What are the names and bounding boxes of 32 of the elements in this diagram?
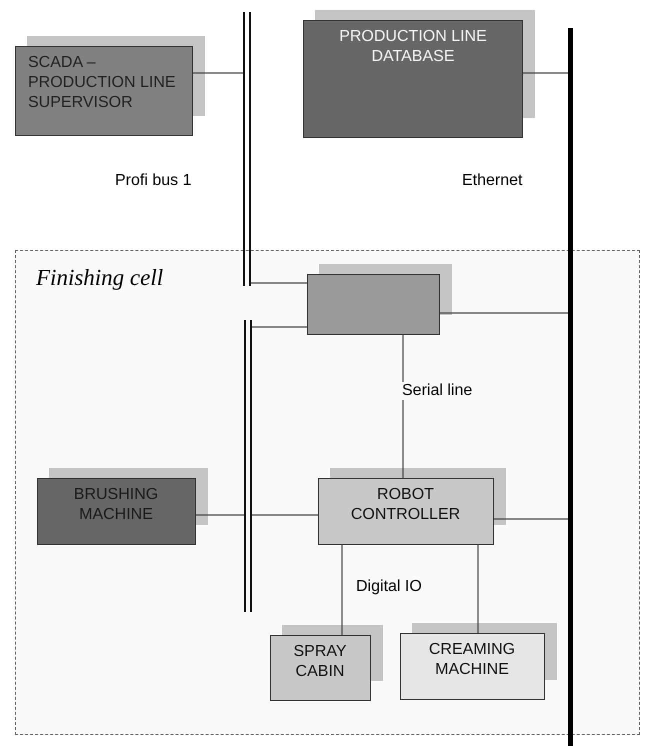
process-box: [36, 478, 196, 544]
box-label: PRODUCTION LINE DATABASE: [338, 27, 488, 67]
bus-line: [243, 12, 251, 286]
box-label: SCADA – PRODUCTION LINE SUPERVISOR: [28, 53, 177, 113]
box-label: ROBOT CONTROLLER: [350, 484, 462, 524]
connector-line: [341, 545, 343, 635]
process-box: [15, 46, 193, 136]
connector-line: [402, 335, 404, 478]
connector-line: [494, 518, 568, 520]
connector-line: [477, 545, 479, 633]
process-box: [318, 478, 494, 544]
connector-line: [252, 514, 318, 516]
process-box: [400, 632, 544, 700]
box-label: BRUSHING MACHINE: [72, 484, 160, 524]
connector-line: [523, 72, 568, 74]
bus-label: Profi bus 1: [115, 172, 192, 190]
bus-line: [244, 320, 252, 612]
box-label: SPRAY CABIN: [292, 642, 348, 682]
edge-label: Serial line: [400, 382, 474, 400]
empty-box: [306, 274, 440, 334]
process-box: [270, 634, 370, 700]
group-frame: [15, 250, 640, 735]
connector-line: [440, 312, 568, 314]
box-label: CREAMING MACHINE: [428, 640, 516, 680]
connector-line: [196, 514, 244, 516]
group-title: Finishing cell: [36, 264, 164, 292]
connector-line: [252, 326, 307, 328]
signal-label: Digital IO: [356, 578, 422, 596]
connector-line: [193, 72, 243, 74]
process-box: [303, 20, 523, 138]
connector-line: [251, 282, 307, 284]
bus-label: Ethernet: [462, 172, 522, 190]
